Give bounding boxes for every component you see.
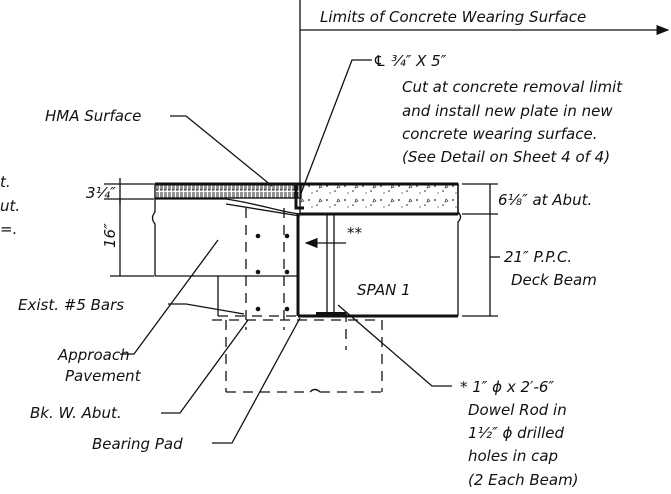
exist-bars-label: Exist. #5 Bars xyxy=(18,296,124,314)
limits-dimension: Limits of Concrete Wearing Surface xyxy=(299,0,670,190)
abutment-outline xyxy=(212,312,383,393)
deck-beam xyxy=(296,184,462,318)
hma-layer xyxy=(154,182,302,217)
edge-fragment-2: ut. xyxy=(0,197,20,215)
bearing-pad-leader xyxy=(212,317,301,444)
exist-bars-leader xyxy=(168,303,245,315)
dimension-3-1-4: 3¹⁄₄″ xyxy=(86,178,154,204)
approach-label-1: Approach xyxy=(57,346,130,364)
dowel-note-line3: 1¹⁄₂″ ϕ drilled xyxy=(468,424,565,442)
hma-leader xyxy=(170,115,273,187)
bk-abut-leader xyxy=(161,319,249,414)
dowel-leader xyxy=(337,304,452,387)
approach-label-2: Pavement xyxy=(65,367,142,385)
double-star-label: ** xyxy=(347,224,363,242)
dowel-note-line4: holes in cap xyxy=(468,447,558,465)
plate-callout: ℄ ³⁄₄″ X 5″ Cut at concrete removal limi… xyxy=(299,52,623,197)
span-label: SPAN 1 xyxy=(357,281,411,299)
plate-note-line3: concrete wearing surface. xyxy=(402,125,597,143)
hma-surface-label: HMA Surface xyxy=(45,107,141,125)
dim-21-label-2: Deck Beam xyxy=(511,271,597,289)
edge-fragment-3: =. xyxy=(0,220,17,238)
plate xyxy=(294,184,304,210)
existing-bars xyxy=(245,208,290,330)
dim-3-1-4-label: 3¹⁄₄″ xyxy=(86,184,116,202)
plate-title: ℄ ³⁄₄″ X 5″ xyxy=(373,52,447,70)
dowel-note-line1: * 1″ ϕ x 2′-6″ xyxy=(460,378,554,396)
bk-abut-label: Bk. W. Abut. xyxy=(30,404,122,422)
bearing-pad-label: Bearing Pad xyxy=(92,435,183,453)
edge-fragment-1: t. xyxy=(0,173,11,191)
dimension-21: 21″ P.P.C. Deck Beam xyxy=(462,214,597,317)
dim-6-1-8-label: 6¹⁄₈″ at Abut. xyxy=(498,191,592,209)
plate-note-line2: and install new plate in new xyxy=(402,102,613,120)
concrete-wearing-surface xyxy=(299,182,459,216)
dowel-note-line5: (2 Each Beam) xyxy=(468,471,579,489)
plate-note-line1: Cut at concrete removal limit xyxy=(402,78,623,96)
dimension-16: 16″ xyxy=(101,199,154,277)
plate-note-line4: (See Detail on Sheet 4 of 4) xyxy=(402,148,610,166)
limits-label: Limits of Concrete Wearing Surface xyxy=(320,8,586,26)
approach-leader xyxy=(120,239,219,355)
dim-16-label: 16″ xyxy=(101,223,119,248)
dimension-6-1-8: 6¹⁄₈″ at Abut. xyxy=(462,183,592,215)
dowel-note-line2: Dowel Rod in xyxy=(468,401,567,419)
dim-21-label-1: 21″ P.P.C. xyxy=(504,248,572,266)
